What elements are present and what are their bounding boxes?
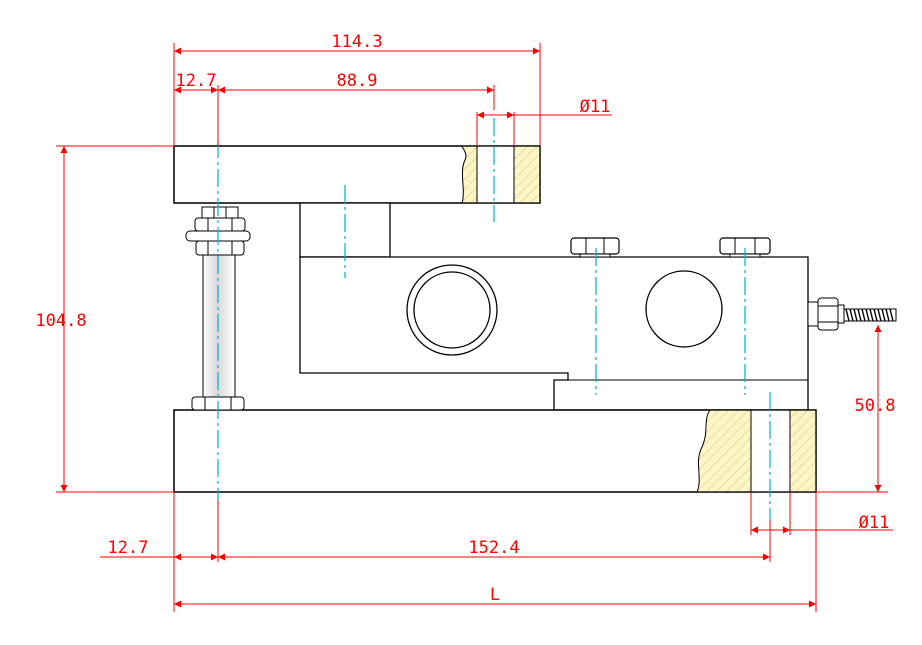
dim-top-width: 114.3	[331, 32, 382, 52]
dim-bottom-span: 152.4	[468, 538, 519, 558]
dim-top-span: 88.9	[337, 71, 378, 91]
bolt-assembly	[185, 206, 251, 411]
dim-overall-length: L	[490, 585, 500, 605]
dim-bottom-offset: 12.7	[108, 538, 149, 558]
cable-gland	[807, 297, 845, 331]
top-plate	[173, 145, 541, 204]
load-cell-beam	[299, 256, 809, 411]
dim-bottom-hole: Ø11	[859, 513, 890, 533]
centerlines	[217, 118, 771, 520]
dim-height: 104.8	[35, 311, 86, 331]
cable	[843, 308, 897, 322]
dim-top-offset: 12.7	[176, 71, 217, 91]
dimension-lines	[56, 43, 893, 612]
beam-nut-left	[570, 237, 620, 258]
dim-side-height: 50.8	[855, 396, 896, 416]
base-plate	[173, 409, 817, 493]
dim-top-hole: Ø11	[580, 97, 611, 117]
gauge-hole-right	[645, 270, 723, 348]
